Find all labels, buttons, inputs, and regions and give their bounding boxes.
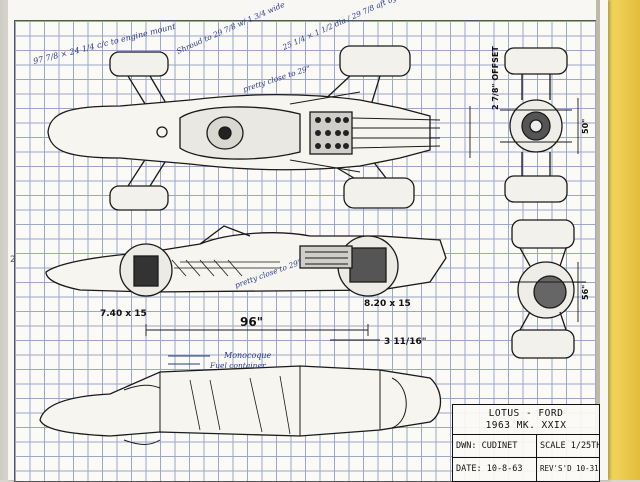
offset-dimension: 2 7/8" OFFSET	[491, 46, 500, 110]
title-line-2: 1963 MK. XXIX	[485, 420, 567, 431]
side-view	[45, 225, 447, 297]
title-block-heading: LOTUS - FORD 1963 MK. XXIX	[453, 405, 599, 435]
drawn-by: DWN: CUDINET	[453, 435, 537, 458]
front-view-top	[500, 47, 572, 203]
revised-date: REV'S'D 10-31-88	[540, 464, 599, 473]
track-top-dimension: 50"	[581, 119, 590, 134]
date: DATE: 10-8-63	[453, 458, 537, 481]
binder-edge	[596, 0, 600, 480]
fuel-note: Fuel container	[209, 361, 266, 370]
cockpit-note: pretty close to 29"	[242, 64, 312, 94]
title-block: LOTUS - FORD 1963 MK. XXIX DWN: CUDINET …	[452, 404, 600, 482]
rear-tire-size: 8.20 x 15	[364, 299, 411, 309]
front-right-wheel-top	[109, 185, 169, 211]
roll-note: 25 1/4 × 1 1/2 dia / 29 7/8 aft by 1 3/4…	[280, 0, 432, 52]
margin-mark: 2	[10, 255, 16, 265]
rear-right-wheel-top	[343, 177, 415, 209]
rear-view	[510, 219, 586, 359]
title-line-1: LOTUS - FORD	[488, 408, 564, 419]
wheelbase-dimension: 96"	[240, 315, 263, 329]
small-dimension: 3 11/16"	[384, 337, 426, 347]
front-left-wheel-top	[109, 51, 169, 77]
monocoque-note: Monocoque	[223, 351, 272, 360]
shroud-note: Shroud to 29 7/8 w/ 1 3/4 wide	[175, 0, 286, 56]
underside-view	[39, 365, 442, 445]
track-side-dimension: 56"	[581, 285, 590, 300]
top-view	[47, 45, 441, 211]
front-tire-size: 7.40 x 15	[100, 309, 147, 319]
scale: SCALE 1/25TH	[537, 435, 599, 458]
rear-left-wheel-top	[339, 45, 411, 77]
dimension-lines	[145, 98, 579, 341]
